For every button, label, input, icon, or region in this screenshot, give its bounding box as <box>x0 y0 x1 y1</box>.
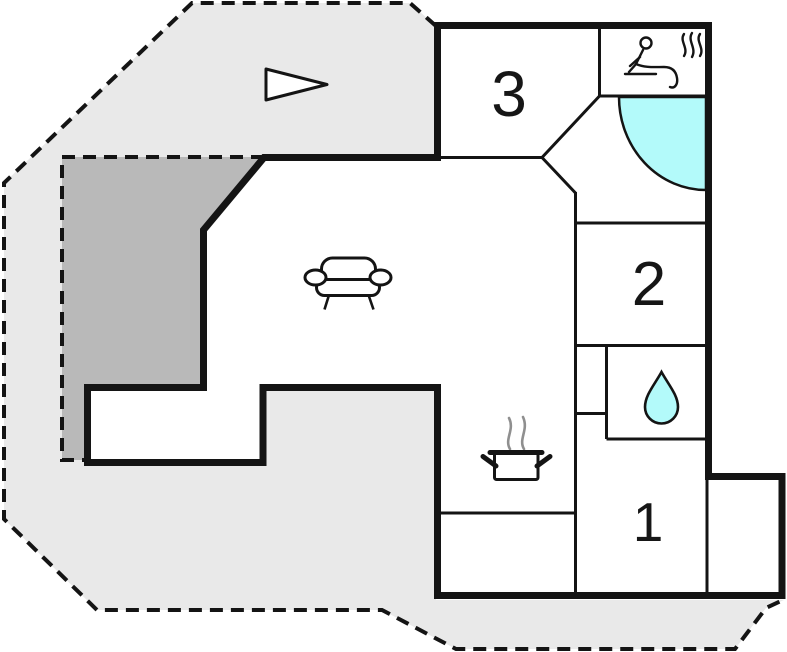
sauna-icon <box>623 31 703 89</box>
corner-bathtub-icon <box>617 95 708 192</box>
interior-walls <box>441 29 709 593</box>
room-2-label: 2 <box>632 250 666 319</box>
sofa-icon <box>303 256 393 310</box>
north-arrow-icon <box>264 67 329 102</box>
room-1-label: 1 <box>633 491 664 553</box>
exterior-walls <box>84 22 786 599</box>
room-3-label: 3 <box>491 58 527 130</box>
cooking-pot-icon <box>480 415 553 481</box>
water-drop-icon <box>643 369 680 425</box>
